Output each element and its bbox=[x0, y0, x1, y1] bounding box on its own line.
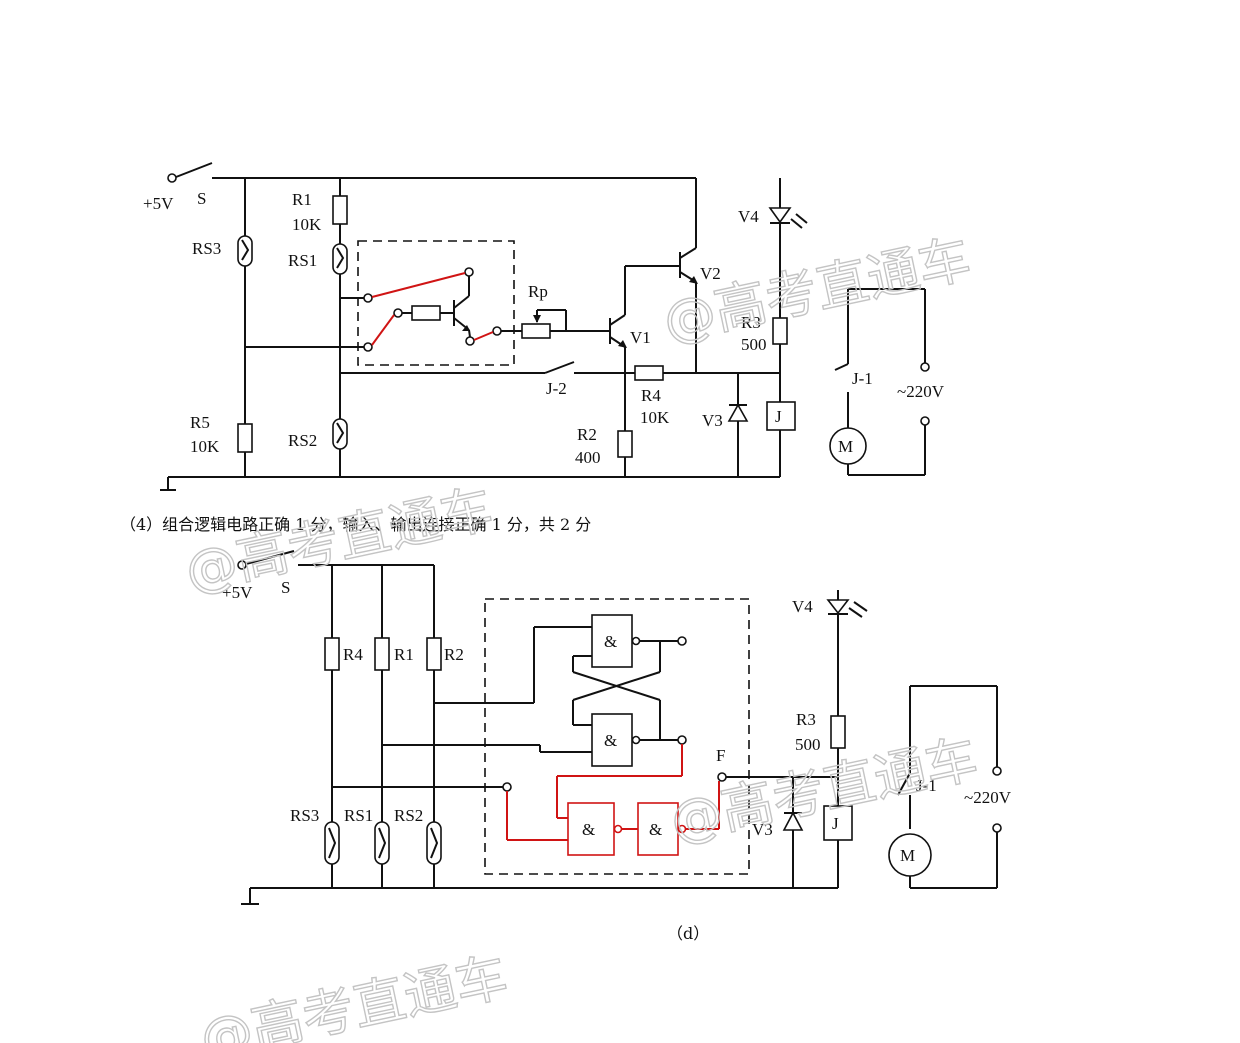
red-nand-gate-1 bbox=[567, 802, 615, 856]
r2-value-label: 400 bbox=[575, 448, 601, 467]
r3-value-label: 500 bbox=[741, 335, 767, 354]
red-nand-gate-2 bbox=[637, 802, 679, 856]
relay-label: J bbox=[775, 407, 782, 426]
rs2-label-b: RS2 bbox=[394, 806, 423, 825]
red-nand-gate-1-symbol: & bbox=[582, 820, 595, 839]
r2-label-b: R2 bbox=[444, 645, 464, 664]
rs2-label: RS2 bbox=[288, 431, 317, 450]
relay-label-b: J bbox=[832, 814, 839, 833]
photoresistor-rs3-b bbox=[324, 821, 340, 865]
relay-coil bbox=[766, 401, 796, 431]
mains-label-b: ~220V bbox=[964, 788, 1012, 807]
resistor-r1-b bbox=[374, 637, 390, 671]
bottom-circuit-diagram: +5V S R4 R1 R2 RS3 RS1 RS2 bbox=[222, 550, 1012, 905]
j2-label: J-2 bbox=[546, 379, 567, 398]
r4-name-label: R4 bbox=[641, 386, 661, 405]
resistor-r3-b bbox=[830, 715, 846, 749]
logic-dashed-box bbox=[357, 240, 515, 366]
supply-label-2: +5V bbox=[222, 583, 253, 602]
figure-label: （d） bbox=[667, 924, 709, 943]
v4-label: V4 bbox=[738, 207, 759, 226]
nand-gate-1 bbox=[591, 614, 633, 668]
j1-label-b: J-1 bbox=[916, 776, 937, 795]
v3-label: V3 bbox=[702, 411, 723, 430]
photoresistor-rs2 bbox=[332, 418, 348, 450]
r1-label-b: R1 bbox=[394, 645, 414, 664]
resistor-r2 bbox=[617, 430, 633, 458]
r4-value-label: 10K bbox=[640, 408, 670, 427]
mains-label: ~220V bbox=[897, 382, 945, 401]
node-f-label: F bbox=[716, 746, 725, 765]
switch-label: S bbox=[197, 189, 206, 208]
v1-label: V1 bbox=[630, 328, 651, 347]
r2-name-label: R2 bbox=[577, 425, 597, 444]
watermark-1: @高考直通车 bbox=[658, 229, 976, 353]
photoresistor-rs1-b bbox=[374, 821, 390, 865]
rs1-label-b: RS1 bbox=[344, 806, 373, 825]
relay-coil-b bbox=[823, 805, 853, 841]
red-nand-gate-2-symbol: & bbox=[649, 820, 662, 839]
r5-value-label: 10K bbox=[190, 437, 220, 456]
motor-label-b: M bbox=[900, 846, 915, 865]
r5-name-label: R5 bbox=[190, 413, 210, 432]
motor-label: M bbox=[838, 437, 853, 456]
v3-label-b: V3 bbox=[752, 820, 773, 839]
switch-label-2: S bbox=[281, 578, 290, 597]
r3-value-label-b: 500 bbox=[795, 735, 821, 754]
watermark-4: @高考直通车 bbox=[195, 947, 513, 1043]
resistor-r1 bbox=[332, 195, 348, 225]
rs3-label-b: RS3 bbox=[290, 806, 319, 825]
j1-label: J-1 bbox=[852, 369, 873, 388]
rs3-label: RS3 bbox=[192, 239, 221, 258]
r1-value-label: 10K bbox=[292, 215, 322, 234]
r3-name-label-b: R3 bbox=[796, 710, 816, 729]
top-circuit-diagram: +5V S RS3 R5 10K R1 10K RS1 RS2 bbox=[143, 162, 945, 491]
resistor-r2-b bbox=[426, 637, 442, 671]
r1-name-label: R1 bbox=[292, 190, 312, 209]
resistor-r5 bbox=[237, 423, 253, 453]
scoring-caption: （4）组合逻辑电路正确 1 分，输入、输出连接正确 1 分，共 2 分 bbox=[120, 515, 591, 534]
photoresistor-rs2-b bbox=[426, 821, 442, 865]
photoresistor-rs3 bbox=[237, 235, 253, 267]
watermark-2: @高考直通车 bbox=[180, 479, 498, 603]
nand-gate-2-symbol: & bbox=[604, 731, 617, 750]
r4-label-b: R4 bbox=[343, 645, 363, 664]
resistor-r4-b bbox=[324, 637, 340, 671]
rp-label: Rp bbox=[528, 282, 548, 301]
v2-label: V2 bbox=[700, 264, 721, 283]
v4-label-b: V4 bbox=[792, 597, 813, 616]
potentiometer-rp bbox=[521, 323, 551, 339]
inner-resistor bbox=[411, 305, 441, 321]
supply-label: +5V bbox=[143, 194, 174, 213]
r3-name-label: R3 bbox=[741, 313, 761, 332]
photoresistor-rs1 bbox=[332, 243, 348, 275]
rs1-label: RS1 bbox=[288, 251, 317, 270]
resistor-r4 bbox=[634, 365, 664, 381]
watermarks: @高考直通车 @高考直通车 @高考直通车 @高考直通车 bbox=[180, 228, 984, 1043]
nand-gate-1-symbol: & bbox=[604, 632, 617, 651]
